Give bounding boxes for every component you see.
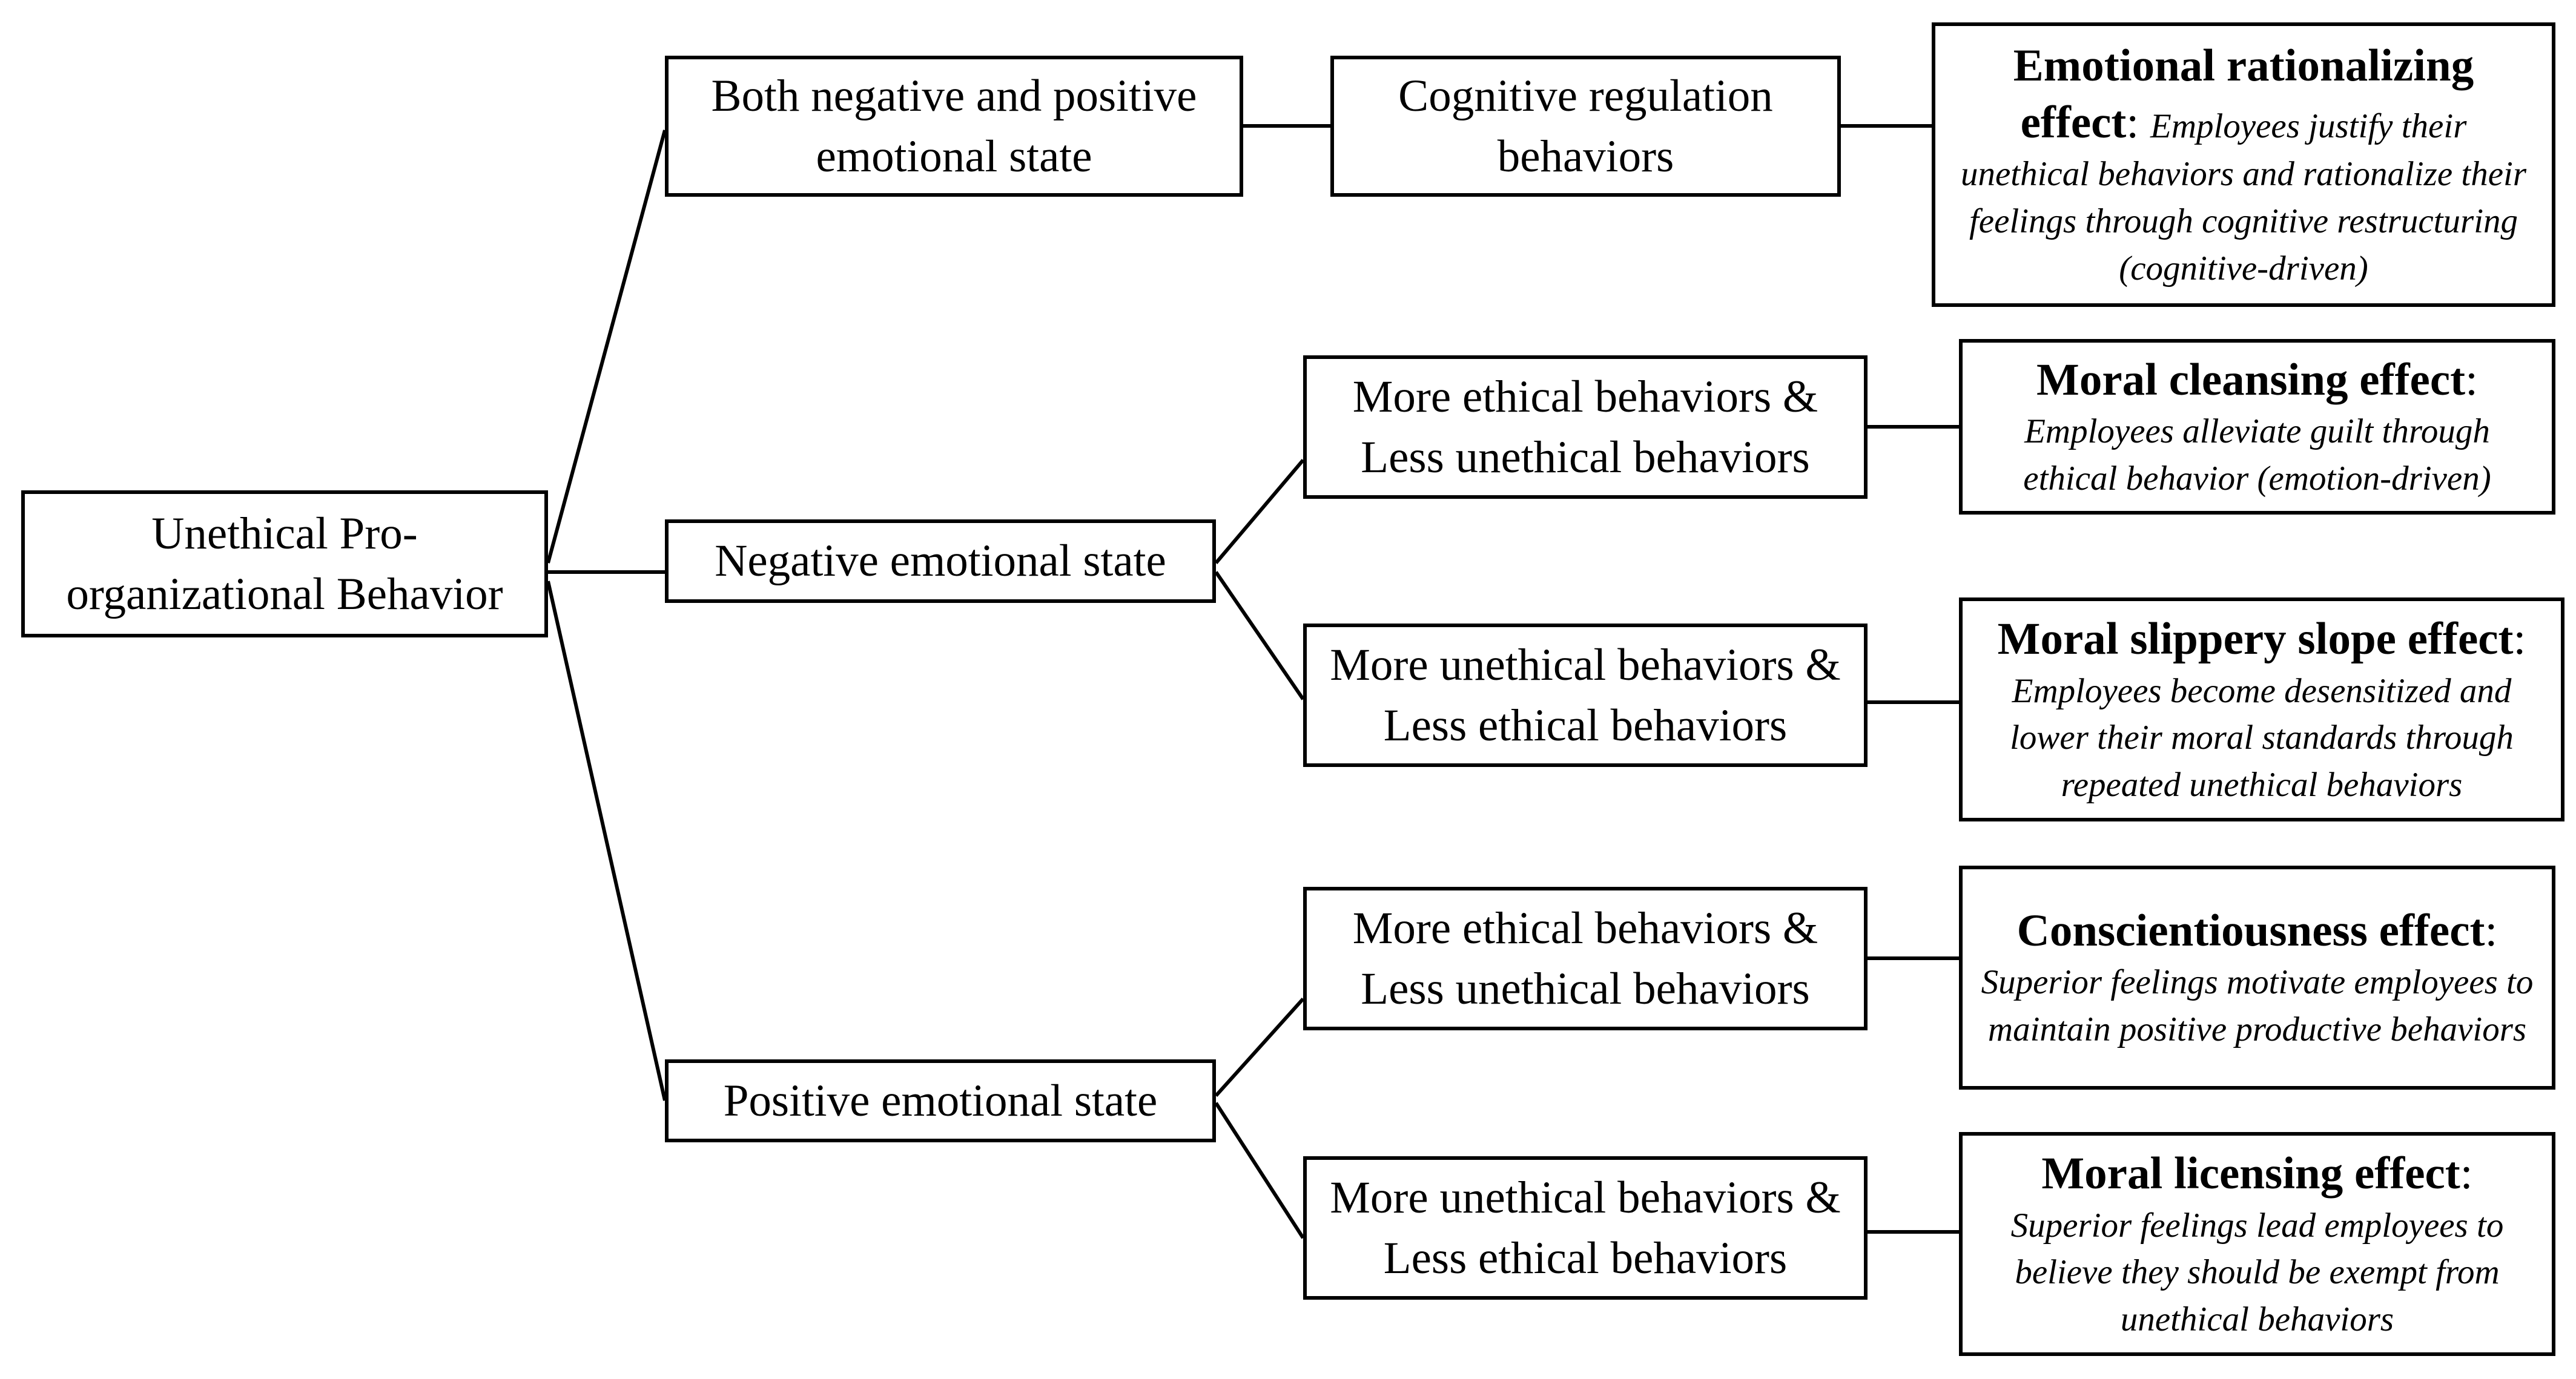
effect-moral-cleansing-description: Employees alleviate guilt through ethica…	[2023, 412, 2491, 498]
arrow-negative-to-more-unethical	[1214, 571, 1305, 700]
node-both-emotional-state-label: Both negative and positive emotional sta…	[711, 70, 1197, 182]
node-negative-more-ethical-label: More ethical behaviors & Less unethical …	[1352, 371, 1818, 482]
effect-emotional-rationalizing-description: unethical behaviors and rationalize thei…	[1960, 155, 2527, 288]
node-positive-more-ethical-label: More ethical behaviors & Less unethical …	[1352, 903, 1818, 1014]
effect-moral-cleansing: Moral cleansing effect: Employees allevi…	[1959, 339, 2555, 515]
effect-emotional-rationalizing-title-line1: Emotional rationalizing	[2013, 40, 2474, 91]
arrow-negative-to-more-ethical	[1214, 459, 1305, 564]
effect-conscientiousness-title: Conscientiousness effect:	[2017, 903, 2498, 959]
effect-moral-slippery-slope: Moral slippery slope effect: Employees b…	[1959, 597, 2564, 821]
arrow-positive-to-more-unethical	[1214, 1102, 1305, 1239]
effect-moral-cleansing-title: Moral cleansing effect:	[2036, 352, 2478, 409]
effect-emotional-rationalizing: Emotional rationalizing effect: Employee…	[1932, 22, 2555, 307]
node-cognitive-regulation-behaviors: Cognitive regulation behaviors	[1330, 56, 1841, 197]
node-negative-emotional-state: Negative emotional state	[665, 519, 1216, 603]
effect-conscientiousness-title-text: Conscientiousness effect	[2016, 905, 2485, 956]
effect-moral-slippery-slope-colon: :	[2513, 613, 2526, 664]
node-positive-more-unethical: More unethical behaviors & Less ethical …	[1303, 1156, 1868, 1300]
effect-moral-licensing-colon: :	[2460, 1148, 2473, 1199]
root-node-unethical-pro-organizational-behavior: Unethical Pro-organizational Behavior	[21, 490, 548, 637]
effect-emotional-rationalizing-title: Emotional rationalizing	[2013, 38, 2474, 94]
node-positive-more-ethical: More ethical behaviors & Less unethical …	[1303, 887, 1868, 1030]
effect-moral-slippery-slope-title: Moral slippery slope effect:	[1998, 611, 2526, 668]
effect-moral-cleansing-title-text: Moral cleansing effect	[2036, 354, 2466, 405]
effect-moral-licensing: Moral licensing effect: Superior feeling…	[1959, 1132, 2555, 1356]
effect-emotional-rationalizing-description-lead: Employees justify their	[2150, 107, 2467, 145]
node-both-emotional-state: Both negative and positive emotional sta…	[665, 56, 1243, 197]
arrow-positive-to-more-ethical	[1214, 997, 1305, 1098]
effect-emotional-rationalizing-title-line2: effect	[2020, 97, 2127, 148]
root-node-label: Unethical Pro-organizational Behavior	[66, 508, 503, 619]
effect-conscientiousness-description: Superior feelings motivate employees to …	[1981, 963, 2534, 1048]
effect-emotional-rationalizing-title-row: effect: Employees justify their	[2021, 94, 2467, 151]
arrow-root-to-both	[546, 130, 667, 564]
node-cognitive-regulation-label: Cognitive regulation behaviors	[1398, 70, 1773, 182]
effect-emotional-rationalizing-colon: :	[2126, 97, 2139, 148]
effect-moral-slippery-slope-title-text: Moral slippery slope effect	[1997, 613, 2514, 664]
effect-conscientiousness: Conscientiousness effect: Superior feeli…	[1959, 866, 2555, 1090]
node-negative-emotional-state-label: Negative emotional state	[715, 536, 1166, 587]
node-positive-more-unethical-label: More unethical behaviors & Less ethical …	[1330, 1172, 1841, 1283]
effect-moral-licensing-title-text: Moral licensing effect	[2041, 1148, 2460, 1199]
node-negative-more-ethical: More ethical behaviors & Less unethical …	[1303, 355, 1868, 499]
arrow-root-to-positive	[546, 581, 667, 1101]
effect-moral-cleansing-colon: :	[2465, 354, 2478, 405]
effect-moral-slippery-slope-description: Employees become desensitized and lower …	[2010, 671, 2514, 804]
effect-conscientiousness-colon: :	[2485, 905, 2498, 956]
node-positive-emotional-state: Positive emotional state	[665, 1059, 1216, 1142]
effect-moral-licensing-title: Moral licensing effect:	[2041, 1145, 2472, 1202]
node-negative-more-unethical: More unethical behaviors & Less ethical …	[1303, 624, 1868, 767]
node-negative-more-unethical-label: More unethical behaviors & Less ethical …	[1330, 639, 1841, 751]
node-positive-emotional-state-label: Positive emotional state	[723, 1075, 1158, 1126]
effect-moral-licensing-description: Superior feelings lead employees to beli…	[2010, 1206, 2504, 1338]
